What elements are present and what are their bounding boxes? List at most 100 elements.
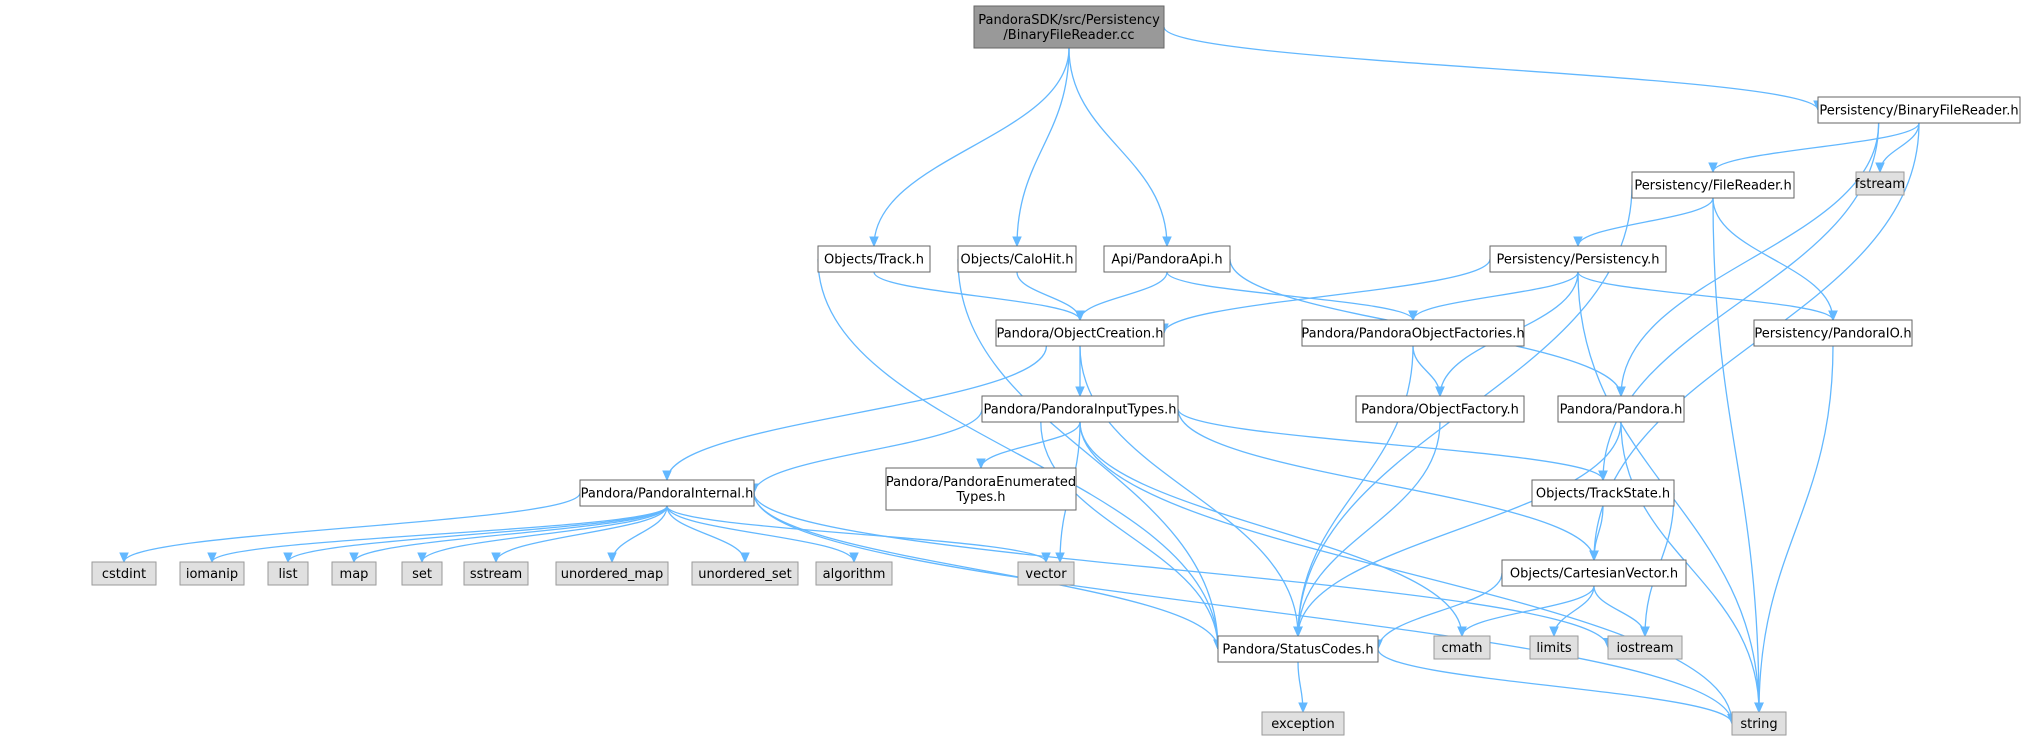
node-pfr[interactable]: Persistency/FileReader.h (1631, 171, 1795, 199)
node-label: /BinaryFileReader.cc (1003, 28, 1134, 43)
node-calo[interactable]: Objects/CaloHit.h (957, 245, 1077, 273)
edge-pfr-to-string (1712, 197, 1764, 714)
node-label: Persistency/Persistency.h (1496, 253, 1659, 268)
node-label: algorithm (823, 567, 886, 582)
node-box (1301, 319, 1525, 347)
node-box (1355, 395, 1525, 423)
node-label: iostream (1616, 641, 1673, 656)
edge-pint-to-uset (666, 505, 750, 564)
node-status[interactable]: Pandora/StatusCodes.h (1217, 635, 1379, 663)
edge-pit-to-penum (976, 421, 1081, 470)
node-pbfr[interactable]: Persistency/BinaryFileReader.h (1817, 96, 2021, 124)
node-box (1217, 635, 1379, 663)
node-label: Objects/CaloHit.h (961, 253, 1074, 268)
node-label: fstream (1855, 177, 1905, 192)
node-box (1017, 561, 1075, 586)
node-box (1529, 635, 1579, 660)
edge-pint-to-umap (607, 505, 668, 564)
edge-cv-to-iostream (1593, 585, 1650, 638)
node-box (817, 245, 931, 273)
edge-objc-to-pint (662, 345, 1048, 482)
node-umap: unordered_map (555, 561, 669, 586)
node-api[interactable]: Api/PandoraApi.h (1103, 245, 1231, 273)
node-label: sstream (470, 567, 522, 582)
node-box (1557, 395, 1685, 423)
node-label: Pandora/ObjectFactory.h (1361, 403, 1519, 418)
node-pint[interactable]: Pandora/PandoraInternal.h (579, 479, 755, 507)
node-label: exception (1271, 717, 1335, 732)
node-box (1817, 96, 2021, 124)
node-iostream: iostream (1607, 635, 1683, 660)
node-ts[interactable]: Objects/TrackState.h (1531, 479, 1675, 507)
node-of[interactable]: Pandora/ObjectFactory.h (1355, 395, 1525, 423)
node-label: Objects/TrackState.h (1536, 487, 1670, 502)
graph-edges (119, 26, 1920, 725)
node-label: Persistency/PandoraIO.h (1754, 327, 1911, 342)
node-label: iomanip (186, 567, 238, 582)
edge-calo-to-objc (1016, 271, 1085, 322)
node-objc[interactable]: Pandora/ObjectCreation.h (995, 319, 1165, 347)
node-box (179, 561, 245, 586)
edge-of-to-status (1293, 421, 1441, 638)
node-label: cmath (1441, 641, 1482, 656)
node-box (1433, 635, 1491, 660)
edge-pint-to-string (753, 492, 1737, 725)
node-pandora[interactable]: Pandora/Pandora.h (1557, 395, 1685, 423)
edge-ppers-to-ppio (1577, 271, 1838, 322)
edge-root-to-calo (1012, 47, 1070, 248)
edge-ts-to-cv (1589, 505, 1604, 562)
node-label: Pandora/StatusCodes.h (1222, 643, 1373, 658)
node-box (463, 561, 529, 586)
node-box (1607, 635, 1683, 660)
node-box (555, 561, 669, 586)
node-label: Pandora/PandoraInputTypes.h (983, 403, 1176, 418)
node-pof[interactable]: Pandora/PandoraObjectFactories.h (1301, 319, 1525, 347)
node-label: Pandora/PandoraObjectFactories.h (1301, 327, 1524, 342)
node-label: set (412, 567, 432, 582)
node-label: string (1740, 717, 1777, 732)
edge-pfr-to-ppers (1573, 197, 1714, 248)
node-label: map (340, 567, 369, 582)
node-label: list (278, 567, 297, 582)
edge-track-to-objc (873, 271, 1085, 322)
edge-pint-to-list (283, 505, 668, 564)
node-label: Pandora/Pandora.h (1560, 403, 1683, 418)
edge-pint-to-map (349, 505, 668, 564)
node-vector: vector (1017, 561, 1075, 586)
node-box (1731, 711, 1787, 736)
node-label: cstdint (102, 567, 146, 582)
edge-ppers-to-pof (1408, 271, 1579, 322)
node-box (1103, 245, 1231, 273)
node-box (331, 561, 377, 586)
node-label: vector (1025, 567, 1067, 582)
node-label: Objects/Track.h (824, 253, 924, 268)
edge-pit-to-ts (1177, 408, 1608, 482)
node-cv[interactable]: Objects/CartesianVector.h (1501, 559, 1687, 587)
node-label: Types.h (955, 490, 1005, 505)
node-ppers[interactable]: Persistency/Persistency.h (1489, 245, 1667, 273)
node-pit[interactable]: Pandora/PandoraInputTypes.h (981, 395, 1179, 423)
node-box (1501, 559, 1687, 587)
edge-pint-to-algorithm (666, 505, 859, 564)
node-box (1631, 171, 1795, 199)
node-ppio[interactable]: Persistency/PandoraIO.h (1753, 319, 1913, 347)
edge-root-to-track (869, 47, 1070, 248)
node-cmath: cmath (1433, 635, 1491, 660)
node-label: Pandora/PandoraInternal.h (581, 487, 754, 502)
edge-root-to-api (1068, 47, 1172, 248)
edge-pit-to-status (1040, 421, 1223, 651)
node-label: Objects/CartesianVector.h (1510, 567, 1678, 582)
node-box (1855, 171, 1905, 196)
node-box (815, 561, 893, 586)
node-track[interactable]: Objects/Track.h (817, 245, 931, 273)
node-root[interactable]: PandoraSDK/src/Persistency/BinaryFileRea… (973, 5, 1165, 49)
node-box (91, 561, 157, 586)
edge-pbfr-to-fstream (1875, 122, 1920, 174)
node-box (957, 245, 1077, 273)
node-label: unordered_set (698, 567, 791, 582)
edge-pint-to-sstream (491, 505, 668, 564)
node-box (1261, 711, 1345, 736)
node-box (1489, 245, 1667, 273)
node-list: list (267, 561, 309, 586)
